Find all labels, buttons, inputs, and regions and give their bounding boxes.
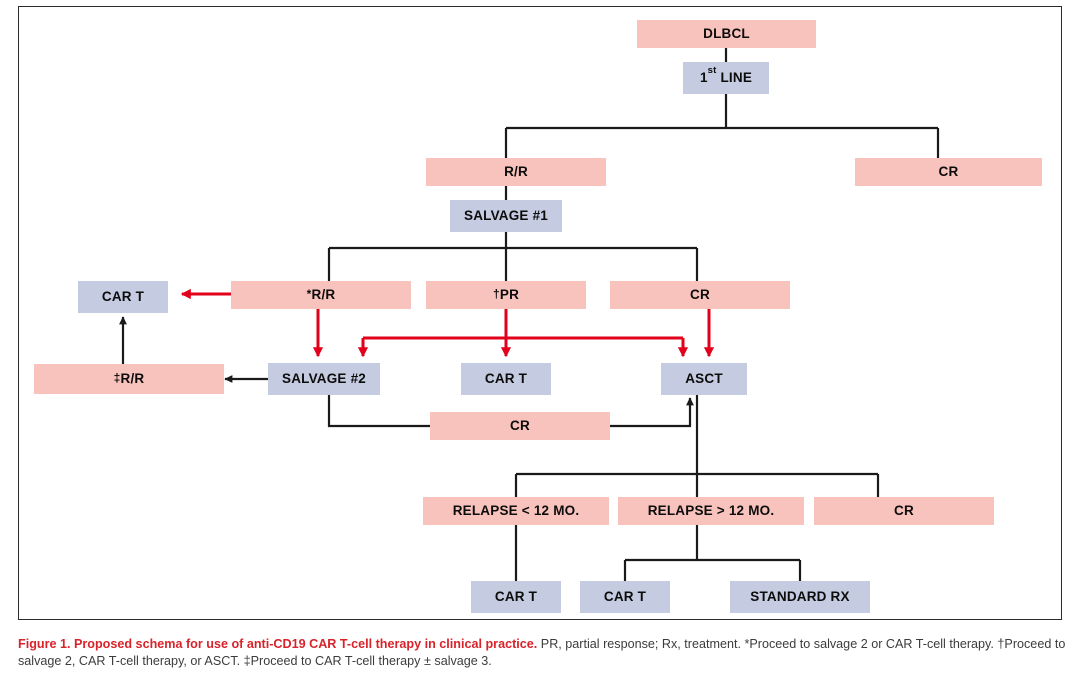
node-car-t-mid[interactable]: CAR T	[461, 363, 551, 395]
caption-body: PR, partial response; Rx, treatment. *Pr…	[18, 637, 1066, 668]
figure-border	[18, 6, 1062, 620]
node-dlbcl-label: DLBCL	[703, 26, 750, 42]
node-pr-dagger[interactable]: †PR	[426, 281, 586, 309]
node-car-t-b1-label: CAR T	[494, 589, 538, 605]
node-dlbcl[interactable]: DLBCL	[637, 20, 816, 48]
node-relapse-gt[interactable]: RELAPSE > 12 MO.	[618, 497, 804, 525]
node-relapse-lt-label: RELAPSE < 12 MO.	[452, 503, 580, 519]
node-rr-doubledagger[interactable]: ‡R/R	[34, 364, 224, 394]
node-standard-rx-label: STANDARD RX	[750, 589, 850, 605]
node-salvage-2-label: SALVAGE #2	[281, 371, 367, 387]
node-rr-doubledagger-label: ‡R/R	[113, 371, 145, 387]
node-cr-3-label: CR	[510, 418, 530, 434]
node-rr-1[interactable]: R/R	[426, 158, 606, 186]
node-cr-1[interactable]: CR	[855, 158, 1042, 186]
node-cr-4-label: CR	[894, 503, 914, 519]
node-rr-star[interactable]: *R/R	[231, 281, 411, 309]
node-car-t-left[interactable]: CAR T	[78, 281, 168, 313]
node-salvage-2[interactable]: SALVAGE #2	[268, 363, 380, 395]
node-car-t-b1[interactable]: CAR T	[471, 581, 561, 613]
caption-title: Figure 1. Proposed schema for use of ant…	[18, 637, 538, 651]
node-car-t-b2[interactable]: CAR T	[580, 581, 670, 613]
node-cr-3[interactable]: CR	[430, 412, 610, 440]
node-cr-2[interactable]: CR	[610, 281, 790, 309]
node-salvage-1-label: SALVAGE #1	[463, 208, 549, 224]
node-cr-2-label: CR	[690, 287, 710, 303]
node-cr-4[interactable]: CR	[814, 497, 994, 525]
node-rr-1-label: R/R	[504, 164, 528, 180]
node-relapse-gt-label: RELAPSE > 12 MO.	[647, 503, 775, 519]
node-standard-rx[interactable]: STANDARD RX	[730, 581, 870, 613]
figure-caption: Figure 1. Proposed schema for use of ant…	[18, 636, 1070, 669]
node-asct-label: ASCT	[685, 371, 723, 387]
node-first-line-label: 1st LINE	[699, 64, 753, 86]
node-rr-star-label: *R/R	[306, 287, 336, 303]
node-pr-dagger-label: †PR	[492, 287, 520, 303]
node-cr-1-label: CR	[938, 164, 959, 180]
node-car-t-left-label: CAR T	[101, 289, 145, 305]
node-asct[interactable]: ASCT	[661, 363, 747, 395]
node-first-line[interactable]: 1st LINE	[683, 62, 769, 94]
node-relapse-lt[interactable]: RELAPSE < 12 MO.	[423, 497, 609, 525]
node-car-t-mid-label: CAR T	[484, 371, 528, 387]
node-salvage-1[interactable]: SALVAGE #1	[450, 200, 562, 232]
node-car-t-b2-label: CAR T	[603, 589, 647, 605]
